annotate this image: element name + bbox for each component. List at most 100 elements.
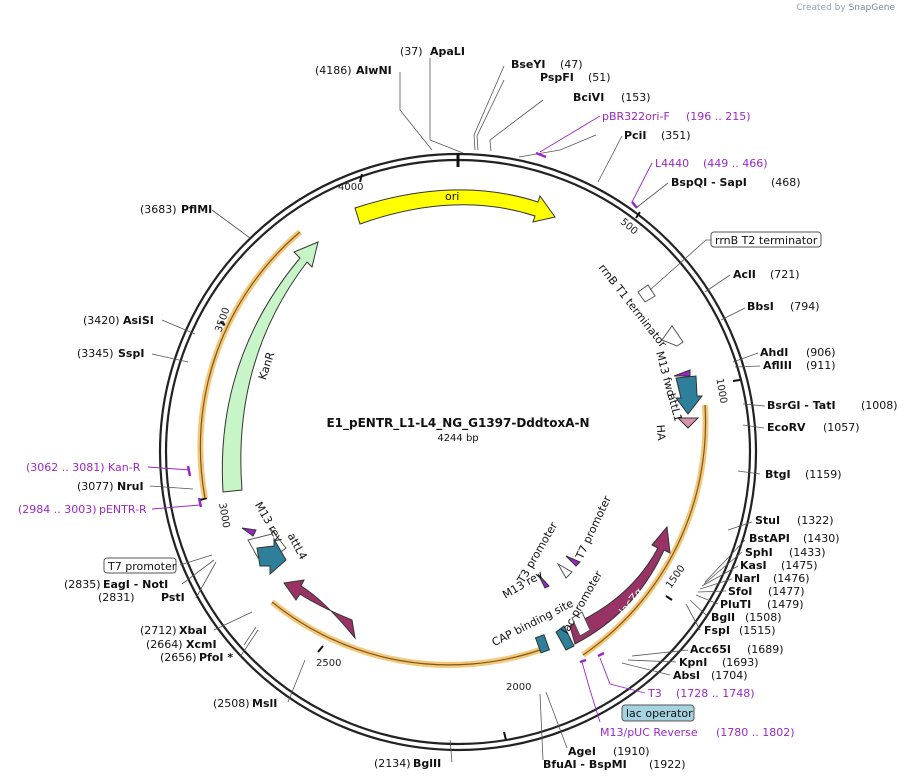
site-bspqi[interactable]: BspQI - SapI — [671, 176, 747, 189]
site-kpni-pos: (1693) — [722, 656, 759, 669]
site-sfoi-pos: (1477) — [768, 585, 805, 598]
lac-operator-box-mark — [555, 625, 575, 651]
ha-feature[interactable] — [676, 417, 700, 429]
site-apali-pos: (37) — [400, 45, 423, 58]
site-xbai-pos: (2712) — [140, 624, 177, 637]
lacza-feature[interactable] — [569, 525, 671, 645]
leader-bsrgi — [742, 403, 766, 407]
plasmid-length: 4244 bp — [437, 433, 478, 444]
site-acc65i[interactable]: Acc65I — [690, 643, 731, 656]
credit-text: Created by — [796, 3, 846, 13]
site-agei[interactable]: AgeI — [568, 745, 596, 758]
site-alwni[interactable]: AlwNI — [356, 64, 392, 77]
site-afliii[interactable]: AflIII — [763, 359, 792, 372]
site-nrui[interactable]: NruI — [117, 480, 144, 493]
mark-pentr-r — [197, 497, 203, 508]
leader-bbsi — [720, 307, 746, 321]
tick-1500 — [665, 595, 673, 601]
leader-ecorv — [742, 424, 765, 429]
site-sspi[interactable]: SspI — [118, 347, 144, 360]
site-bfuai[interactable]: BfuAI - BspMI — [543, 758, 627, 771]
leader-acli — [704, 274, 731, 293]
lac-operator-box — [621, 704, 695, 722]
site-acc65i-pos: (1689) — [747, 643, 784, 656]
site-pflmi-pos: (3683) — [140, 203, 177, 216]
leader-psti — [195, 561, 217, 599]
site-absi[interactable]: AbsI — [673, 669, 700, 682]
site-stui[interactable]: StuI — [755, 514, 780, 527]
site-ecorv[interactable]: EcoRV — [767, 421, 806, 434]
attl4-feature[interactable] — [256, 537, 287, 576]
leader-l4440 — [631, 162, 653, 203]
leader-pflmi — [211, 209, 251, 239]
site-bgli[interactable]: BglI — [711, 611, 735, 624]
primer-l4440-range: (449 .. 466) — [703, 157, 768, 170]
primer-marks — [186, 151, 638, 664]
tick-4000 — [359, 173, 363, 183]
site-psti[interactable]: PstI — [161, 591, 185, 604]
cap-binding-site — [534, 634, 551, 654]
kanr-feature[interactable] — [221, 241, 319, 493]
site-eagi[interactable]: EagI - NotI — [103, 578, 168, 591]
site-sphi-pos: (1433) — [789, 546, 826, 559]
site-ahdi-pos: (906) — [806, 346, 836, 359]
leader-pcii2 — [597, 135, 623, 183]
primer-t3-range: (1728 .. 1748) — [676, 687, 755, 700]
site-bcivi[interactable]: BciVI — [573, 91, 604, 104]
site-bbsi[interactable]: BbsI — [747, 300, 774, 313]
site-bseyi[interactable]: BseYI — [511, 58, 545, 71]
site-bglii[interactable]: BglII — [413, 757, 441, 770]
t7-promoter-label[interactable]: T7 promoter — [107, 560, 177, 573]
site-bsrgi[interactable]: BsrGI - TatI — [767, 399, 836, 412]
site-apali[interactable]: ApaLI — [430, 45, 465, 58]
site-bstapi[interactable]: BstAPI — [749, 532, 790, 545]
leader-nrui — [149, 485, 194, 490]
primer-pbr322ori-f[interactable]: pBR322ori-F — [602, 110, 670, 123]
leader-m13-puc — [581, 661, 601, 723]
site-kpni[interactable]: KpnI — [679, 656, 707, 669]
site-msli[interactable]: MslI — [252, 697, 277, 710]
mark-m13-puc — [579, 658, 587, 664]
site-ahdi[interactable]: AhdI — [760, 346, 788, 359]
primer-m13-puc-reverse[interactable]: M13/pUC Reverse — [600, 726, 698, 739]
site-psti-pos: (2831) — [98, 591, 135, 604]
site-pspfi[interactable]: PspFI — [540, 71, 574, 84]
site-asisi[interactable]: AsiSI — [123, 314, 154, 327]
leader-bcivi — [489, 99, 544, 152]
site-fspi[interactable]: FspI — [704, 624, 730, 637]
site-xbai[interactable]: XbaI — [179, 624, 207, 637]
site-kasi[interactable]: KasI — [740, 559, 767, 572]
lac-promoter-arrow — [571, 611, 591, 637]
site-sfoi[interactable]: SfoI — [728, 585, 752, 598]
site-agei-pos: (1910) — [613, 745, 650, 758]
site-bglii-pos: (2134) — [374, 757, 411, 770]
primer-kan-r[interactable]: Kan-R — [108, 461, 141, 474]
m13-rev-inner-primer — [537, 573, 550, 589]
site-pfoi[interactable]: PfoI * — [199, 651, 233, 664]
lac-operator-label[interactable]: lac operator — [626, 707, 693, 720]
site-bgli-pos: (1508) — [745, 611, 782, 624]
arc-ugi-region — [271, 601, 541, 666]
site-bfuai-pos: (1922) — [649, 758, 686, 771]
site-pluti[interactable]: PluTI — [720, 598, 751, 611]
primer-l4440[interactable]: L4440 — [655, 157, 689, 170]
primer-t3[interactable]: T3 — [647, 687, 662, 700]
leader-acc65i — [631, 649, 689, 657]
ugi-feature[interactable] — [283, 579, 356, 640]
snapgene-credit: Created by SnapGene — [796, 3, 895, 13]
primer-pentr-r[interactable]: pENTR-R — [99, 503, 147, 516]
site-sphi[interactable]: SphI — [745, 546, 773, 559]
snapgene-logo: SnapGene — [848, 3, 895, 13]
site-pcii[interactable]: PciI — [624, 129, 646, 142]
attl1-feature[interactable] — [675, 375, 704, 415]
rrnb-t2-label[interactable]: rrnB T2 terminator — [715, 234, 818, 247]
site-btgi[interactable]: BtgI — [765, 468, 791, 481]
site-nari[interactable]: NarI — [734, 572, 760, 585]
leader-msli — [287, 659, 306, 703]
site-acli[interactable]: AclI — [733, 268, 756, 281]
t7-primer-inner — [565, 555, 581, 567]
site-xcmi[interactable]: XcmI — [186, 638, 217, 651]
ori-feature[interactable] — [354, 189, 556, 225]
leader-bspqi — [635, 182, 669, 209]
site-pflmi[interactable]: PflMI — [181, 203, 212, 216]
